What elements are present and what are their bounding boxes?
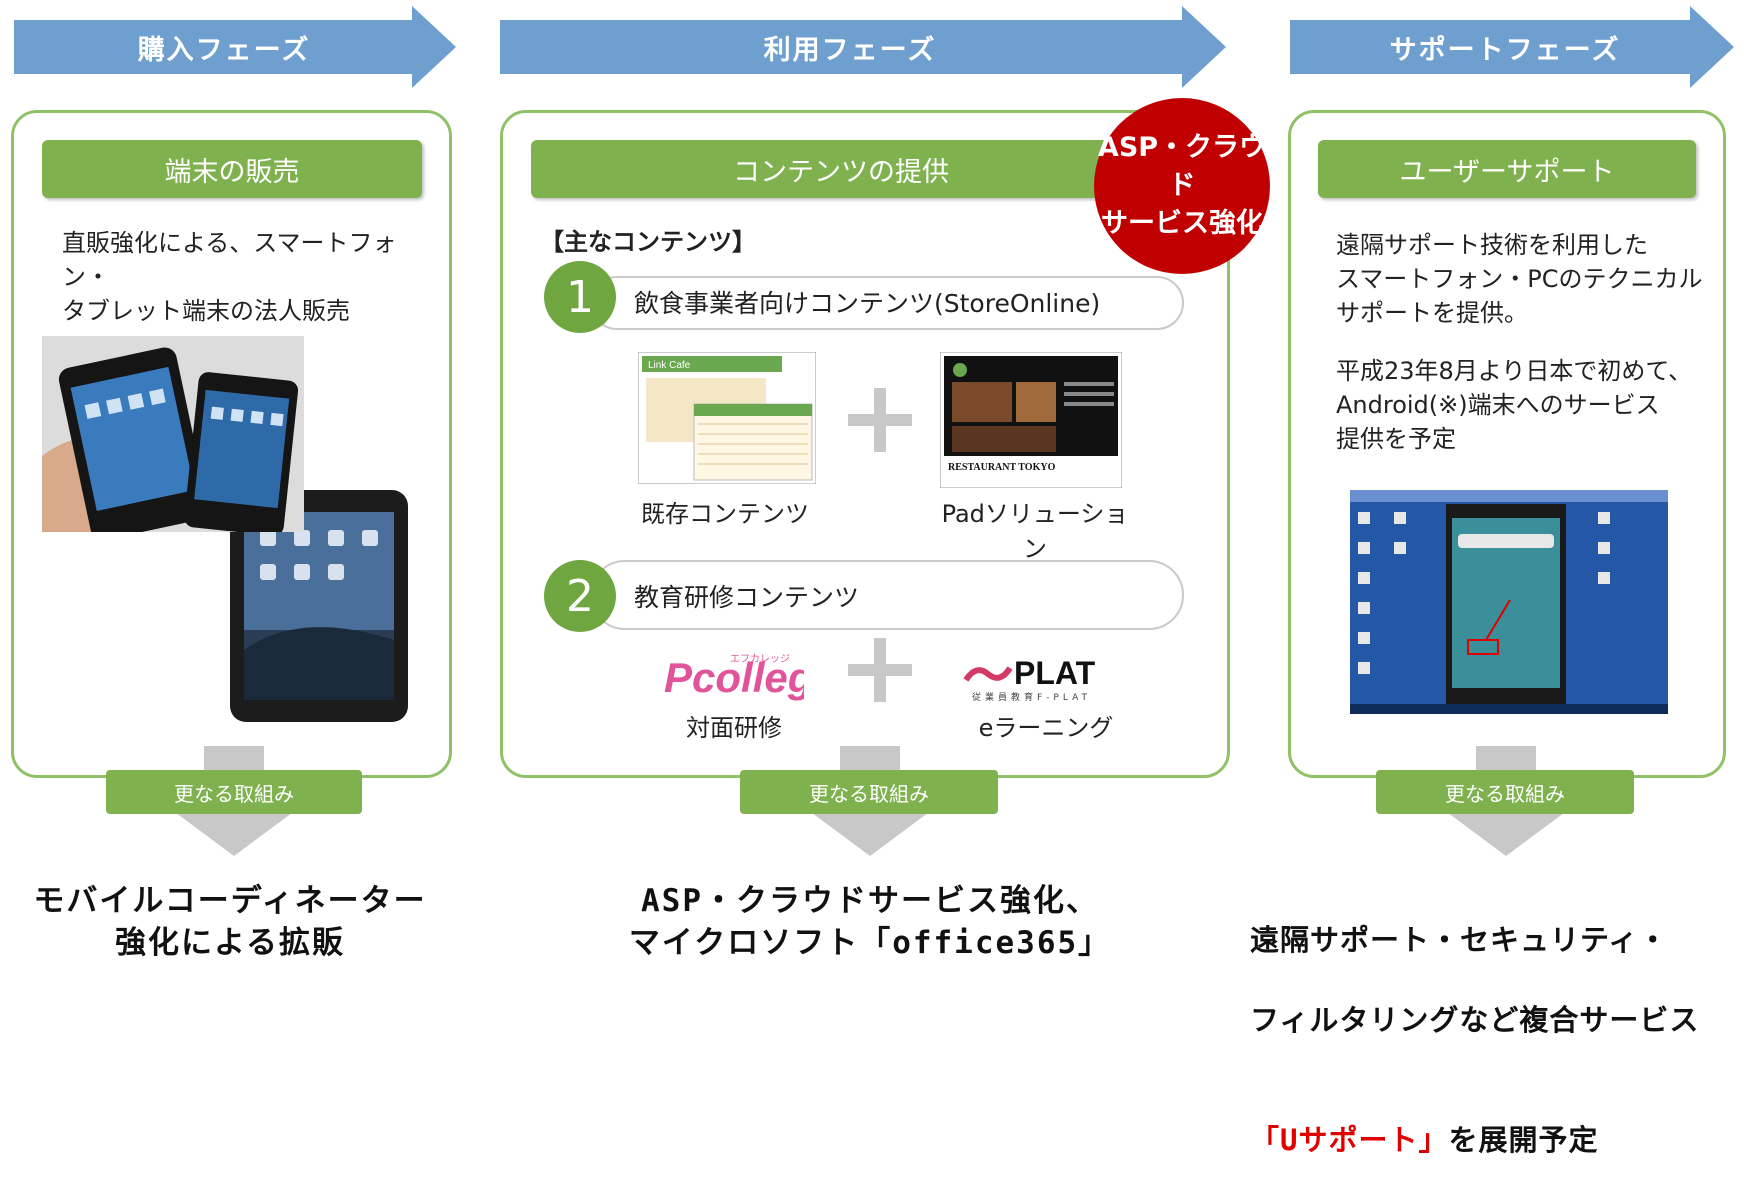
purchase-text: 直販強化による、スマートフォン・ タブレット端末の法人販売	[62, 229, 397, 325]
fplat-logo-text: PLAT	[1014, 655, 1096, 691]
support-text-2: 平成23年8月より日本で初めて、 Android(※)端末へのサービス 提供を予…	[1336, 357, 1693, 453]
fcollege-logo: Pcollege エフカレッジ	[664, 648, 837, 704]
content-item-title-1: 飲食事業者向けコンテンツ(StoreOnline)	[634, 289, 1101, 318]
content-item-pill-2	[590, 560, 1184, 630]
purchase-header: 端末の販売	[42, 140, 422, 198]
support-header: ユーザーサポート	[1318, 140, 1696, 198]
badge-line-2: サービス強化	[1101, 208, 1263, 239]
result-purchase: モバイルコーディネーター 強化による拡販	[33, 883, 427, 961]
fplat-logo: PLAT 従業員教育F-PLAT	[962, 654, 1138, 703]
elearning-caption: eラーニング	[978, 714, 1114, 742]
face-to-face-caption: 対面研修	[686, 714, 782, 742]
number-circle-1: 1	[544, 261, 616, 333]
u-support-highlight: 「Uサポート」	[1250, 1123, 1449, 1157]
screenshot-brand-text: Link Cafe	[648, 360, 691, 371]
more-efforts-label-usage: 更なる取組み	[740, 770, 998, 814]
result-usage: ASP・クラウドサービス強化、 マイクロソフト「office365」	[628, 883, 1112, 961]
tablet-image	[230, 490, 408, 722]
existing-content-caption: 既存コンテンツ	[641, 500, 809, 528]
phase-label-usage: 利用フェーズ	[763, 34, 937, 66]
phase-arrow-purchase: 購入フェーズ	[14, 6, 456, 88]
smartphones-image	[42, 336, 304, 541]
phase-arrow-shape	[500, 6, 1226, 88]
main-contents-label: 【主なコンテンツ】	[540, 228, 756, 256]
existing-content-screenshot: Link Cafe	[637, 351, 817, 485]
asp-cloud-badge: ASP・クラウド サービス強化	[1094, 98, 1270, 274]
more-efforts-label-support: 更なる取組み	[1376, 770, 1634, 814]
remote-support-screenshot	[1350, 490, 1668, 714]
phase-label-support: サポートフェーズ	[1389, 34, 1621, 66]
phase-arrow-shape	[14, 6, 456, 88]
result-support: 遠隔サポート・セキュリティ・ フィルタリングなど複合サービス 「Uサポート」を展…	[1250, 880, 1744, 1200]
number-circle-2: 2	[544, 560, 616, 632]
fcollege-logo-small: エフカレッジ	[730, 653, 790, 665]
screenshot-restaurant-text: RESTAURANT TOKYO	[948, 462, 1056, 473]
result-support-line-1: 遠隔サポート・セキュリティ・	[1250, 923, 1669, 957]
fplat-logo-small: 従業員教育F-PLAT	[972, 691, 1091, 702]
phase-arrow-shape	[1290, 6, 1734, 88]
result-support-line-3-rest: を展開予定	[1448, 1123, 1599, 1157]
plus-icon	[848, 638, 912, 702]
usage-header: コンテンツの提供	[531, 140, 1151, 198]
phase-arrow-usage: 利用フェーズ	[500, 6, 1226, 88]
pad-solution-screenshot: RESTAURANT TOKYO	[939, 351, 1123, 489]
content-item-pill-1	[590, 276, 1184, 330]
phase-arrow-support: サポートフェーズ	[1290, 6, 1734, 88]
pad-solution-caption: Padソリューション	[941, 500, 1129, 563]
plus-icon	[848, 388, 912, 452]
more-efforts-label-purchase: 更なる取組み	[106, 770, 362, 814]
badge-line-1: ASP・クラウド	[1097, 132, 1267, 201]
result-support-line-3: 「Uサポート」を展開予定	[1250, 1080, 1744, 1160]
support-text-1: 遠隔サポート技術を利用した スマートフォン・PCのテクニカル サポートを提供。	[1336, 231, 1703, 327]
result-support-line-2: フィルタリングなど複合サービス	[1250, 1003, 1700, 1037]
phase-label-purchase: 購入フェーズ	[137, 34, 311, 66]
content-item-title-2: 教育研修コンテンツ	[634, 583, 860, 612]
